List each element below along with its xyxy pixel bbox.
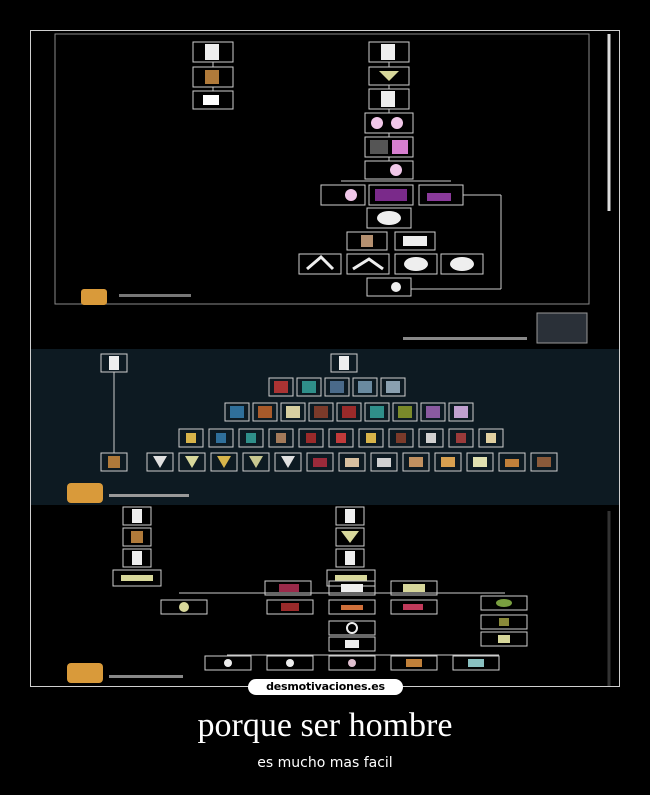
motivational-poster-frame — [30, 30, 620, 687]
panel-bottom — [31, 505, 619, 686]
site-watermark: desmotivaciones.es — [248, 679, 403, 695]
woman-chain — [364, 41, 414, 180]
flowchart-image — [31, 31, 619, 686]
panel-middle — [31, 349, 619, 505]
poster-title: porque ser hombre — [197, 707, 453, 744]
panel-top — [31, 31, 619, 349]
poster-subtitle: es mucho mas facil — [257, 755, 393, 771]
